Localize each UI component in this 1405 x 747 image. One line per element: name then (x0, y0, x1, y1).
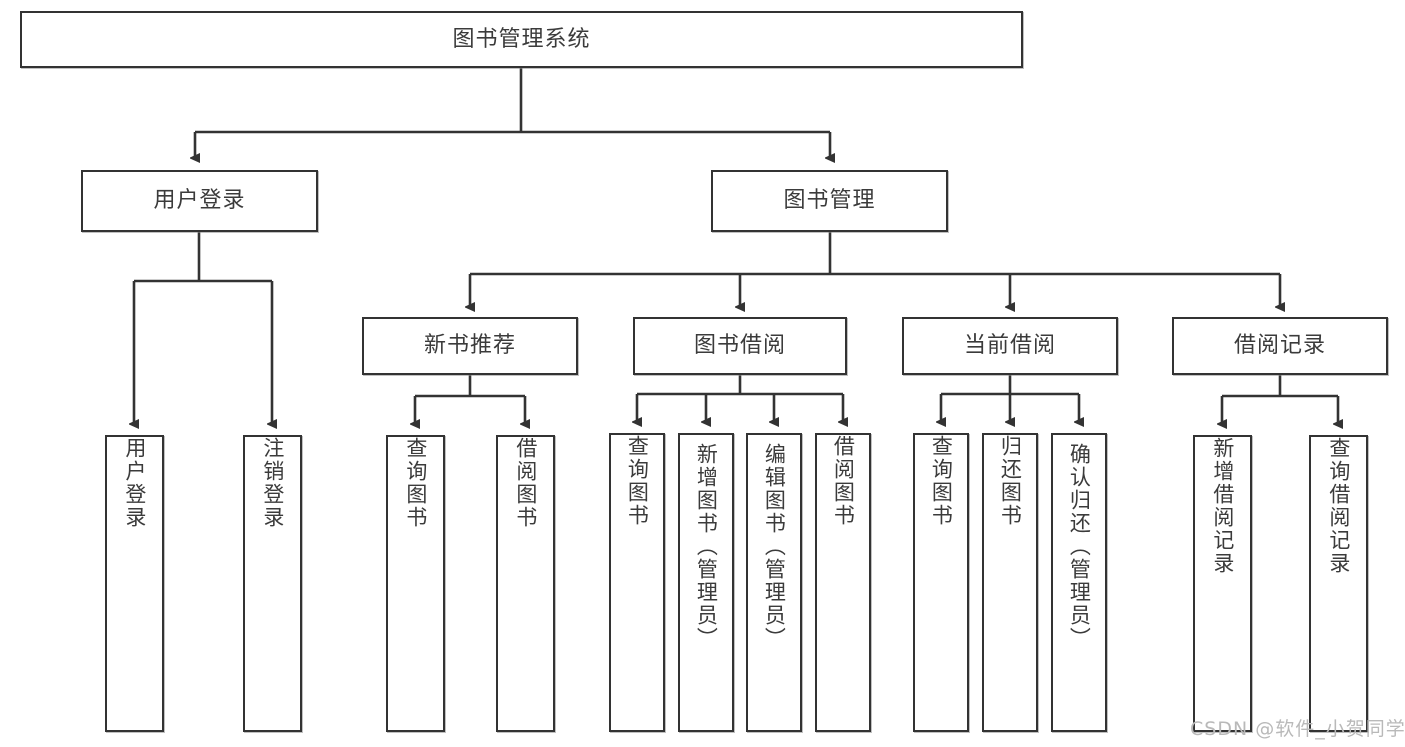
node-leaf-add-book-admin[interactable]: 新增图书（管理员） (678, 433, 734, 732)
node-borrow-record[interactable]: 借阅记录 (1172, 317, 1388, 375)
node-label: 注销登录 (260, 437, 285, 529)
node-label: 新增图书（管理员） (694, 443, 719, 650)
node-leaf-query-book-current[interactable]: 查询图书 (913, 433, 969, 732)
node-label: 借阅图书 (831, 435, 856, 527)
node-label: 借阅记录 (1233, 333, 1326, 359)
node-root-book-management-system[interactable]: 图书管理系统 (20, 11, 1023, 68)
node-label: 新增借阅记录 (1210, 437, 1235, 575)
node-book-borrow[interactable]: 图书借阅 (633, 317, 847, 375)
node-leaf-edit-book-admin[interactable]: 编辑图书（管理员） (746, 433, 802, 732)
node-leaf-borrow-book[interactable]: 借阅图书 (815, 433, 871, 732)
node-label: 查询借阅记录 (1326, 437, 1351, 575)
node-leaf-logout[interactable]: 注销登录 (243, 435, 302, 732)
node-label: 用户登录 (122, 437, 147, 529)
node-label: 查询图书 (403, 437, 428, 529)
node-leaf-borrow-book-recommend[interactable]: 借阅图书 (496, 435, 555, 732)
node-label: 新书推荐 (423, 333, 516, 359)
node-leaf-query-book-recommend[interactable]: 查询图书 (386, 435, 445, 732)
node-leaf-add-borrow-record[interactable]: 新增借阅记录 (1193, 435, 1252, 732)
node-label: 用户登录 (153, 188, 246, 214)
node-label: 借阅图书 (513, 437, 538, 529)
node-label: 编辑图书（管理员） (762, 443, 787, 650)
node-leaf-user-login[interactable]: 用户登录 (105, 435, 164, 732)
node-label: 图书管理 (783, 188, 876, 214)
node-leaf-query-book-borrow[interactable]: 查询图书 (609, 433, 665, 732)
node-label: 图书借阅 (693, 333, 786, 359)
node-label: 查询图书 (929, 435, 954, 527)
node-leaf-query-borrow-record[interactable]: 查询借阅记录 (1309, 435, 1368, 732)
node-new-book-recommend[interactable]: 新书推荐 (362, 317, 578, 375)
node-leaf-return-book[interactable]: 归还图书 (982, 433, 1038, 732)
csdn-watermark: CSDN @软件_小贺同学 (1190, 718, 1405, 740)
node-leaf-confirm-return-admin[interactable]: 确认归还（管理员） (1051, 433, 1107, 732)
node-label: 当前借阅 (963, 333, 1056, 359)
node-book-management[interactable]: 图书管理 (711, 170, 948, 232)
node-current-borrow[interactable]: 当前借阅 (902, 317, 1118, 375)
node-label: 图书管理系统 (452, 26, 591, 52)
node-user-login[interactable]: 用户登录 (81, 170, 318, 232)
node-label: 确认归还（管理员） (1067, 443, 1092, 650)
node-label: 查询图书 (625, 435, 650, 527)
node-label: 归还图书 (998, 435, 1023, 527)
